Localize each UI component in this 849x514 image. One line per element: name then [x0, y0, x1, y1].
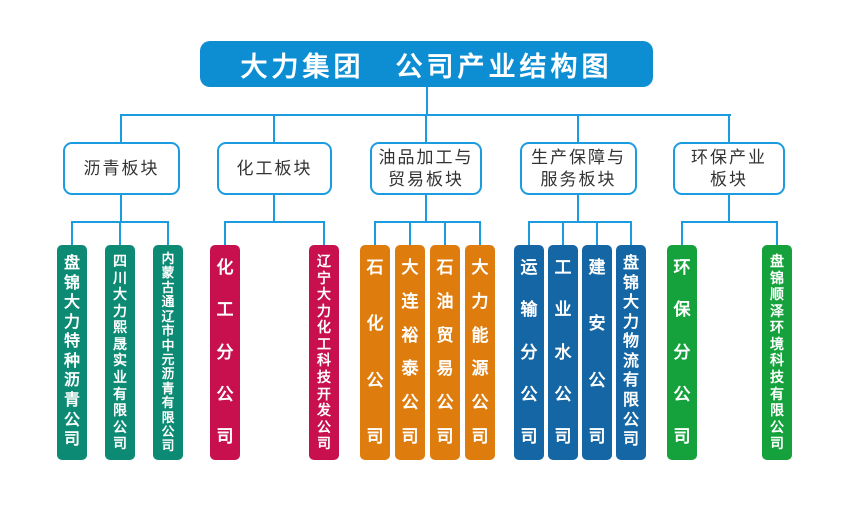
connector-title-drop: [426, 87, 428, 116]
section-label-line2: 板块: [710, 169, 748, 189]
company-box-support-4: 盘锦大力物流有限公司: [616, 245, 646, 460]
company-box-asphalt-3: 内蒙古通辽市中元沥青有限公司: [153, 245, 183, 460]
company-box-oil-3: 石油贸易公司: [430, 245, 460, 460]
connector-stub-oil-2: [409, 221, 411, 247]
company-box-oil-1: 石化公司: [360, 245, 390, 460]
connector-stub-oil-4: [479, 221, 481, 247]
company-name: 大连裕泰公司: [401, 258, 419, 447]
company-name: 辽宁大力化工科技开发公司: [317, 253, 331, 452]
chart-title: 大力集团 公司产业结构图: [240, 51, 613, 83]
company-name: 盘锦大力物流有限公司: [622, 255, 639, 449]
company-name: 盘锦大力特种沥青公司: [63, 255, 80, 449]
section-box-chemical: 化工板块: [217, 142, 332, 195]
connector-stub-support-1: [528, 221, 530, 247]
connector-stub-environment-1: [681, 221, 683, 247]
connector-rail-oil-trade: [374, 221, 481, 223]
company-box-chemical-2: 辽宁大力化工科技开发公司: [309, 245, 339, 460]
connector-stub-support-4: [630, 221, 632, 247]
connector-rail-environment: [681, 221, 778, 223]
company-name: 建安公司: [588, 258, 606, 447]
section-label: 化工板块: [236, 158, 313, 178]
connector-stub-asphalt-3: [167, 221, 169, 247]
company-box-asphalt-2: 四川大力熙晟实业有限公司: [105, 245, 135, 460]
company-name: 工业水公司: [554, 258, 572, 447]
section-label-line2: 贸易板块: [388, 169, 464, 189]
connector-drop2-oil-trade: [425, 195, 427, 223]
company-name: 石化公司: [366, 258, 384, 447]
company-box-oil-2: 大连裕泰公司: [395, 245, 425, 460]
company-box-oil-4: 大力能源公司: [465, 245, 495, 460]
company-box-environment-1: 环保分公司: [667, 245, 697, 460]
connector-rail-support: [528, 221, 632, 223]
connector-stub-asphalt-2: [119, 221, 121, 247]
connector-drop2-environment: [728, 195, 730, 223]
connector-stub-support-2: [562, 221, 564, 247]
section-label-line2: 服务板块: [540, 169, 617, 189]
company-name: 化工分公司: [216, 258, 234, 447]
company-box-support-2: 工业水公司: [548, 245, 578, 460]
connector-drop-asphalt: [120, 114, 122, 144]
connector-stub-oil-1: [374, 221, 376, 247]
connector-drop-support: [577, 114, 579, 144]
connector-drop-environment: [728, 114, 730, 144]
section-box-support-services: 生产保障与 服务板块: [520, 142, 637, 195]
connector-drop2-chemical: [273, 195, 275, 223]
company-name: 盘锦顺泽环境科技有限公司: [770, 253, 784, 452]
connector-rail-chemical: [224, 221, 325, 223]
connector-stub-oil-3: [444, 221, 446, 247]
section-label: 油品加工与: [378, 148, 474, 168]
section-label: 环保产业: [691, 148, 767, 168]
connector-stub-environment-2: [776, 221, 778, 247]
company-name: 内蒙古通辽市中元沥青有限公司: [161, 251, 175, 454]
company-name: 石油贸易公司: [436, 258, 454, 447]
company-box-support-1: 运输分公司: [514, 245, 544, 460]
section-label: 生产保障与: [531, 148, 626, 168]
section-box-asphalt: 沥青板块: [63, 142, 180, 195]
connector-stub-chemical-2: [323, 221, 325, 247]
connector-drop2-support: [577, 195, 579, 223]
company-box-chemical-1: 化工分公司: [210, 245, 240, 460]
connector-drop-oil-trade: [425, 114, 427, 144]
connector-stub-support-3: [596, 221, 598, 247]
company-name: 环保分公司: [673, 258, 691, 447]
company-name: 四川大力熙晟实业有限公司: [113, 253, 127, 452]
connector-stub-chemical-1: [224, 221, 226, 247]
connector-drop2-asphalt: [120, 195, 122, 223]
company-box-environment-2: 盘锦顺泽环境科技有限公司: [762, 245, 792, 460]
chart-title-box: 大力集团 公司产业结构图: [200, 41, 653, 87]
company-name: 运输分公司: [520, 258, 538, 447]
company-box-asphalt-1: 盘锦大力特种沥青公司: [57, 245, 87, 460]
company-name: 大力能源公司: [471, 258, 489, 447]
company-box-support-3: 建安公司: [582, 245, 612, 460]
section-box-environmental: 环保产业 板块: [673, 142, 785, 195]
section-box-oil-trade: 油品加工与 贸易板块: [370, 142, 482, 195]
connector-stub-asphalt-1: [71, 221, 73, 247]
connector-drop-chemical: [273, 114, 275, 144]
section-label: 沥青板块: [83, 158, 160, 178]
